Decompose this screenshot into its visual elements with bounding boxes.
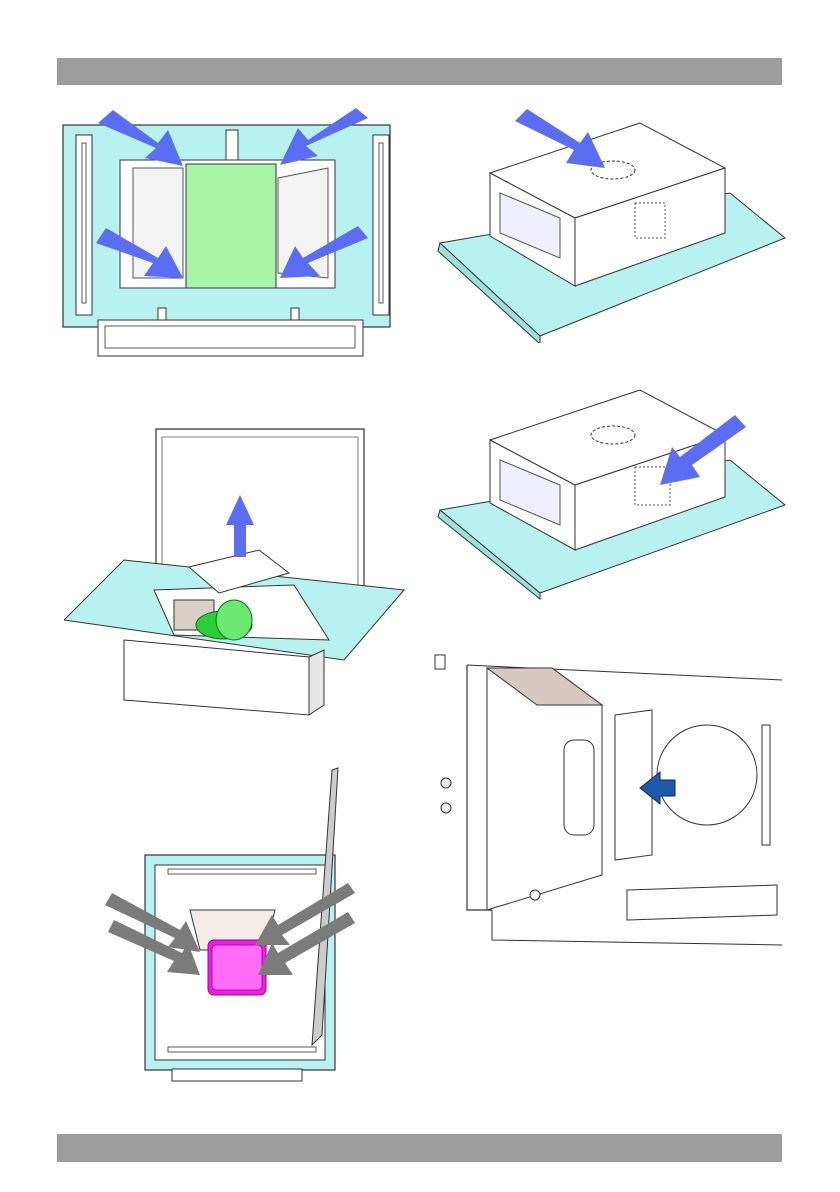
figure-fan-removal [100,765,365,1085]
figure-front-filter [58,108,398,363]
figure-box-top-arrow [430,108,790,343]
figure-box-side-arrow [430,385,790,600]
header-bar [57,58,782,85]
figure-interior-panel [432,650,787,950]
footer-bar [57,1134,782,1162]
figure-panel-lift [64,425,409,720]
